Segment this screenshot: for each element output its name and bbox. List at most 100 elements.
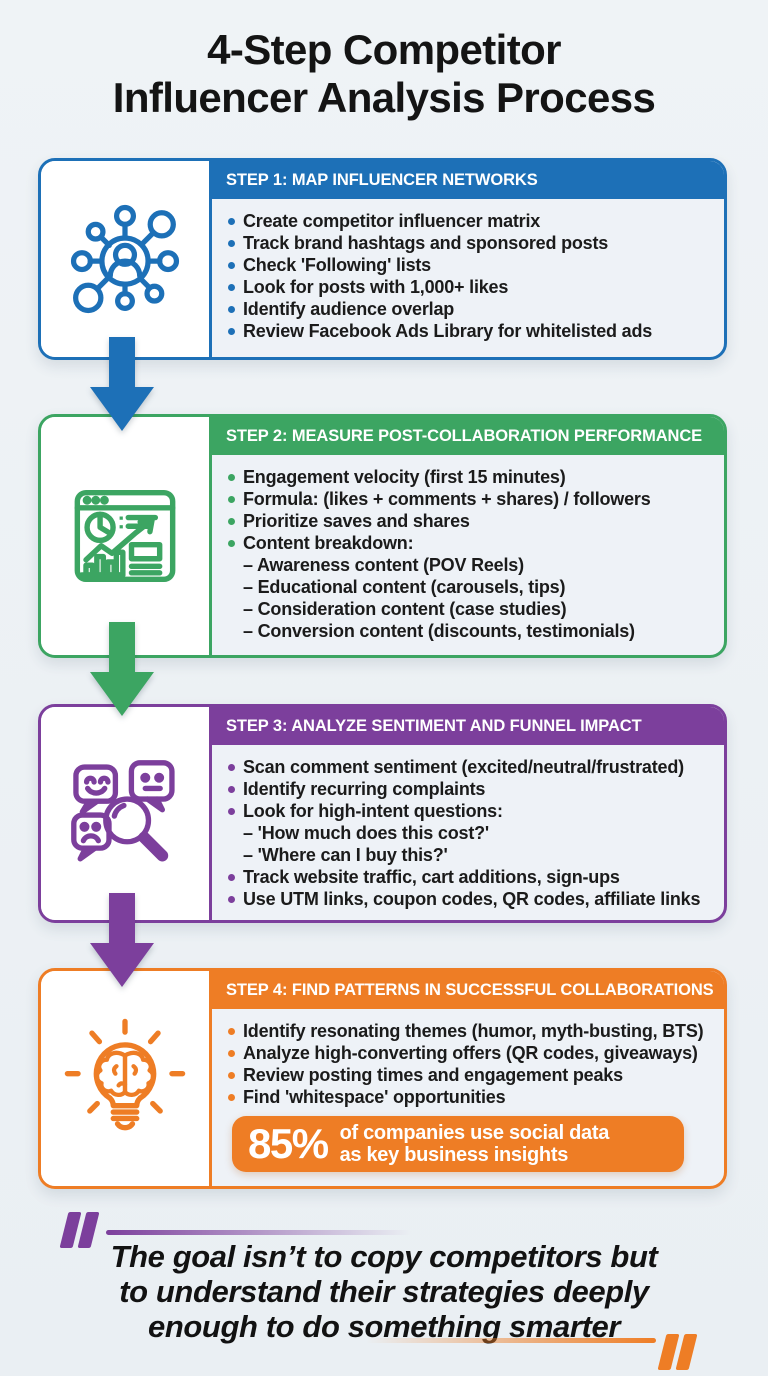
bullet-text: – 'Where can I buy this?' [243,845,448,865]
step-card-2: STEP 2: MEASURE POST-COLLABORATION PERFO… [38,414,727,658]
bullet-text: Identify audience overlap [243,299,455,319]
bullet-dot [228,306,235,313]
list-item: Prioritize saves and shares [228,510,716,532]
quote-line-2: to understand their strategies deeply [119,1274,649,1309]
bullet-text: Identify recurring complaints [243,779,486,799]
quote-close-icon [657,1334,698,1370]
down-arrow-1 [90,337,154,431]
step2-content: STEP 2: MEASURE POST-COLLABORATION PERFO… [212,417,724,655]
list-item: Scan comment sentiment (excited/neutral/… [228,756,716,778]
list-item: – Educational content (carousels, tips) [228,576,716,598]
bullet-text: Scan comment sentiment (excited/neutral/… [243,757,684,777]
list-item: Content breakdown: [228,532,716,554]
list-item: Review posting times and engagement peak… [228,1064,716,1086]
step4-bullet-list: Identify resonating themes (humor, myth-… [228,1020,716,1108]
step1-content: STEP 1: MAP INFLUENCER NETWORKS Create c… [212,161,724,357]
bullet-dot [228,240,235,247]
list-item: Check 'Following' lists [228,254,716,276]
step2-bullet-list: Engagement velocity (first 15 minutes)Fo… [228,466,716,642]
bullet-dot [228,896,235,903]
bullet-text: Look for high-intent questions: [243,801,503,821]
quote-accent-line-purple [106,1230,411,1235]
bullet-text: – Educational content (carousels, tips) [243,577,566,597]
list-item: – Consideration content (case studies) [228,598,716,620]
list-item: Identify audience overlap [228,298,716,320]
step2-header: STEP 2: MEASURE POST-COLLABORATION PERFO… [212,417,724,455]
list-item: Look for posts with 1,000+ likes [228,276,716,298]
stat-text-line-1: of companies use social data [339,1122,610,1144]
list-item: Engagement velocity (first 15 minutes) [228,466,716,488]
quote-accent-line-orange [366,1338,656,1343]
bullet-text: Identify resonating themes (humor, myth-… [243,1021,704,1041]
stat-text-line-2: as key business insights [339,1144,569,1166]
step3-content: STEP 3: ANALYZE SENTIMENT AND FUNNEL IMP… [212,707,724,920]
list-item: – 'Where can I buy this?' [228,844,716,866]
list-item: Analyze high-converting offers (QR codes… [228,1042,716,1064]
list-item: Identify recurring complaints [228,778,716,800]
down-arrow-2 [90,622,154,716]
bullet-dot [228,764,235,771]
list-item: Formula: (likes + comments + shares) / f… [228,488,716,510]
step4-header: STEP 4: FIND PATTERNS IN SUCCESSFUL COLL… [212,971,724,1009]
title-line-2: Influencer Analysis Process [112,74,656,121]
bullet-text: Look for posts with 1,000+ likes [243,277,509,297]
list-item: Review Facebook Ads Library for whitelis… [228,320,716,342]
list-item: Use UTM links, coupon codes, QR codes, a… [228,888,716,910]
bullet-dot [228,496,235,503]
bullet-text: Check 'Following' lists [243,255,431,275]
bullet-dot [228,284,235,291]
step1-icon-panel [41,161,212,357]
bullet-text: Create competitor influencer matrix [243,211,541,231]
bullet-text: Engagement velocity (first 15 minutes) [243,467,566,487]
bullet-text: Track brand hashtags and sponsored posts [243,233,609,253]
stat-value: 85% [248,1120,329,1167]
step2-icon-panel [41,417,212,655]
bullet-text: Content breakdown: [243,533,414,553]
sentiment-search-icon [71,759,175,861]
title-line-1: 4-Step Competitor [207,26,561,73]
stat-badge: 85% of companies use social data as key … [232,1116,684,1172]
list-item: Create competitor influencer matrix [228,210,716,232]
bullet-text: Formula: (likes + comments + shares) / f… [243,489,651,509]
step4-content: STEP 4: FIND PATTERNS IN SUCCESSFUL COLL… [212,971,724,1186]
bullet-text: Use UTM links, coupon codes, QR codes, a… [243,889,701,909]
list-item: Look for high-intent questions: [228,800,716,822]
step-card-1: STEP 1: MAP INFLUENCER NETWORKS Create c… [38,158,727,360]
down-arrow-3 [90,893,154,987]
bullet-dot [228,1094,235,1101]
bullet-dot [228,1028,235,1035]
list-item: Track website traffic, cart additions, s… [228,866,716,888]
list-item: Identify resonating themes (humor, myth-… [228,1020,716,1042]
step3-header: STEP 3: ANALYZE SENTIMENT AND FUNNEL IMP… [212,707,724,745]
bullet-text: – Awareness content (POV Reels) [243,555,524,575]
bullet-dot [228,1072,235,1079]
bullet-text: Review Facebook Ads Library for whitelis… [243,321,653,341]
bullet-dot [228,1050,235,1057]
bullet-text: Analyze high-converting offers (QR codes… [243,1043,698,1063]
network-icon [70,204,180,314]
bullet-text: Track website traffic, cart additions, s… [243,867,620,887]
step3-bullet-list: Scan comment sentiment (excited/neutral/… [228,756,716,910]
list-item: – 'How much does this cost?' [228,822,716,844]
bullet-text: – Conversion content (discounts, testimo… [243,621,635,641]
bullet-dot [228,474,235,481]
list-item: – Awareness content (POV Reels) [228,554,716,576]
bullet-dot [228,218,235,225]
quote: The goal isn’t to copy competitors but t… [40,1239,728,1344]
step-card-4: STEP 4: FIND PATTERNS IN SUCCESSFUL COLL… [38,968,727,1189]
bullet-dot [228,518,235,525]
bullet-text: Review posting times and engagement peak… [243,1065,623,1085]
list-item: Track brand hashtags and sponsored posts [228,232,716,254]
page-title: 4-Step Competitor Influencer Analysis Pr… [0,26,768,122]
list-item: – Conversion content (discounts, testimo… [228,620,716,642]
bulb-brain-icon [64,1018,186,1130]
step1-header: STEP 1: MAP INFLUENCER NETWORKS [212,161,724,199]
step4-icon-panel [41,971,212,1186]
bullet-dot [228,808,235,815]
analytics-dashboard-icon [74,489,176,583]
bullet-text: Prioritize saves and shares [243,511,470,531]
stat-text: of companies use social data as key busi… [339,1122,610,1166]
bullet-text: – 'How much does this cost?' [243,823,489,843]
